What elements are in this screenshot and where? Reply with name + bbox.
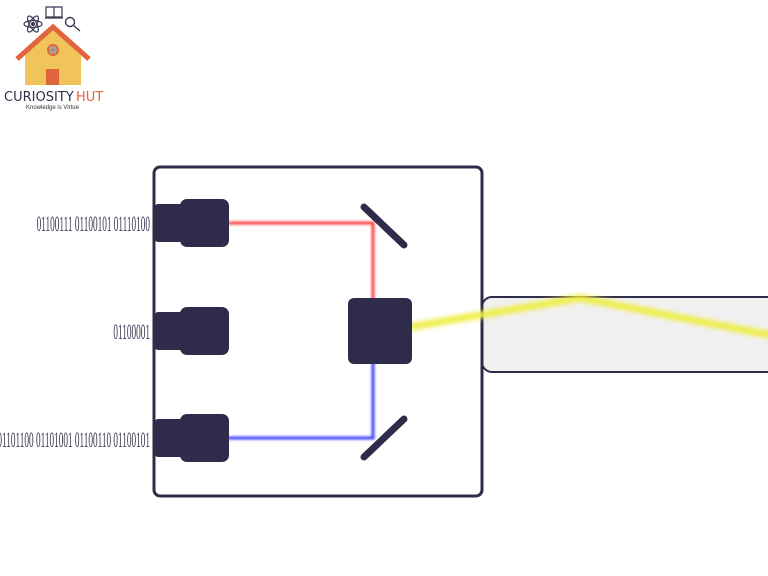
output-beam: [409, 294, 768, 339]
input-binary-1: 01100111 01100101 01110100: [37, 211, 150, 236]
red-beam: [228, 221, 375, 300]
blue-beam: [228, 362, 375, 440]
beam-combiner: [348, 298, 412, 364]
input-binary-3: 01101100 01101001 01100110 01100101: [0, 427, 150, 452]
logo: CURIOSITY HUT Knowledge is Virtue: [4, 6, 103, 111]
magnifier-icon: [64, 16, 81, 32]
mirror-top: [360, 203, 408, 249]
laser-blue: [155, 414, 229, 462]
book-icon: [45, 6, 63, 19]
transmitter-box: [152, 165, 484, 498]
laser-green: [155, 307, 229, 355]
logo-brand-part2: HUT: [76, 90, 103, 105]
mirror-bottom: [360, 415, 408, 461]
input-binary-2: 01100001: [113, 319, 150, 344]
house-icon: [15, 23, 91, 85]
logo-tagline: Knowledge is Virtue: [26, 105, 80, 111]
logo-brand-part1: CURIOSITY: [4, 90, 74, 105]
laser-red: [155, 199, 229, 247]
atom-icon: [23, 15, 43, 33]
